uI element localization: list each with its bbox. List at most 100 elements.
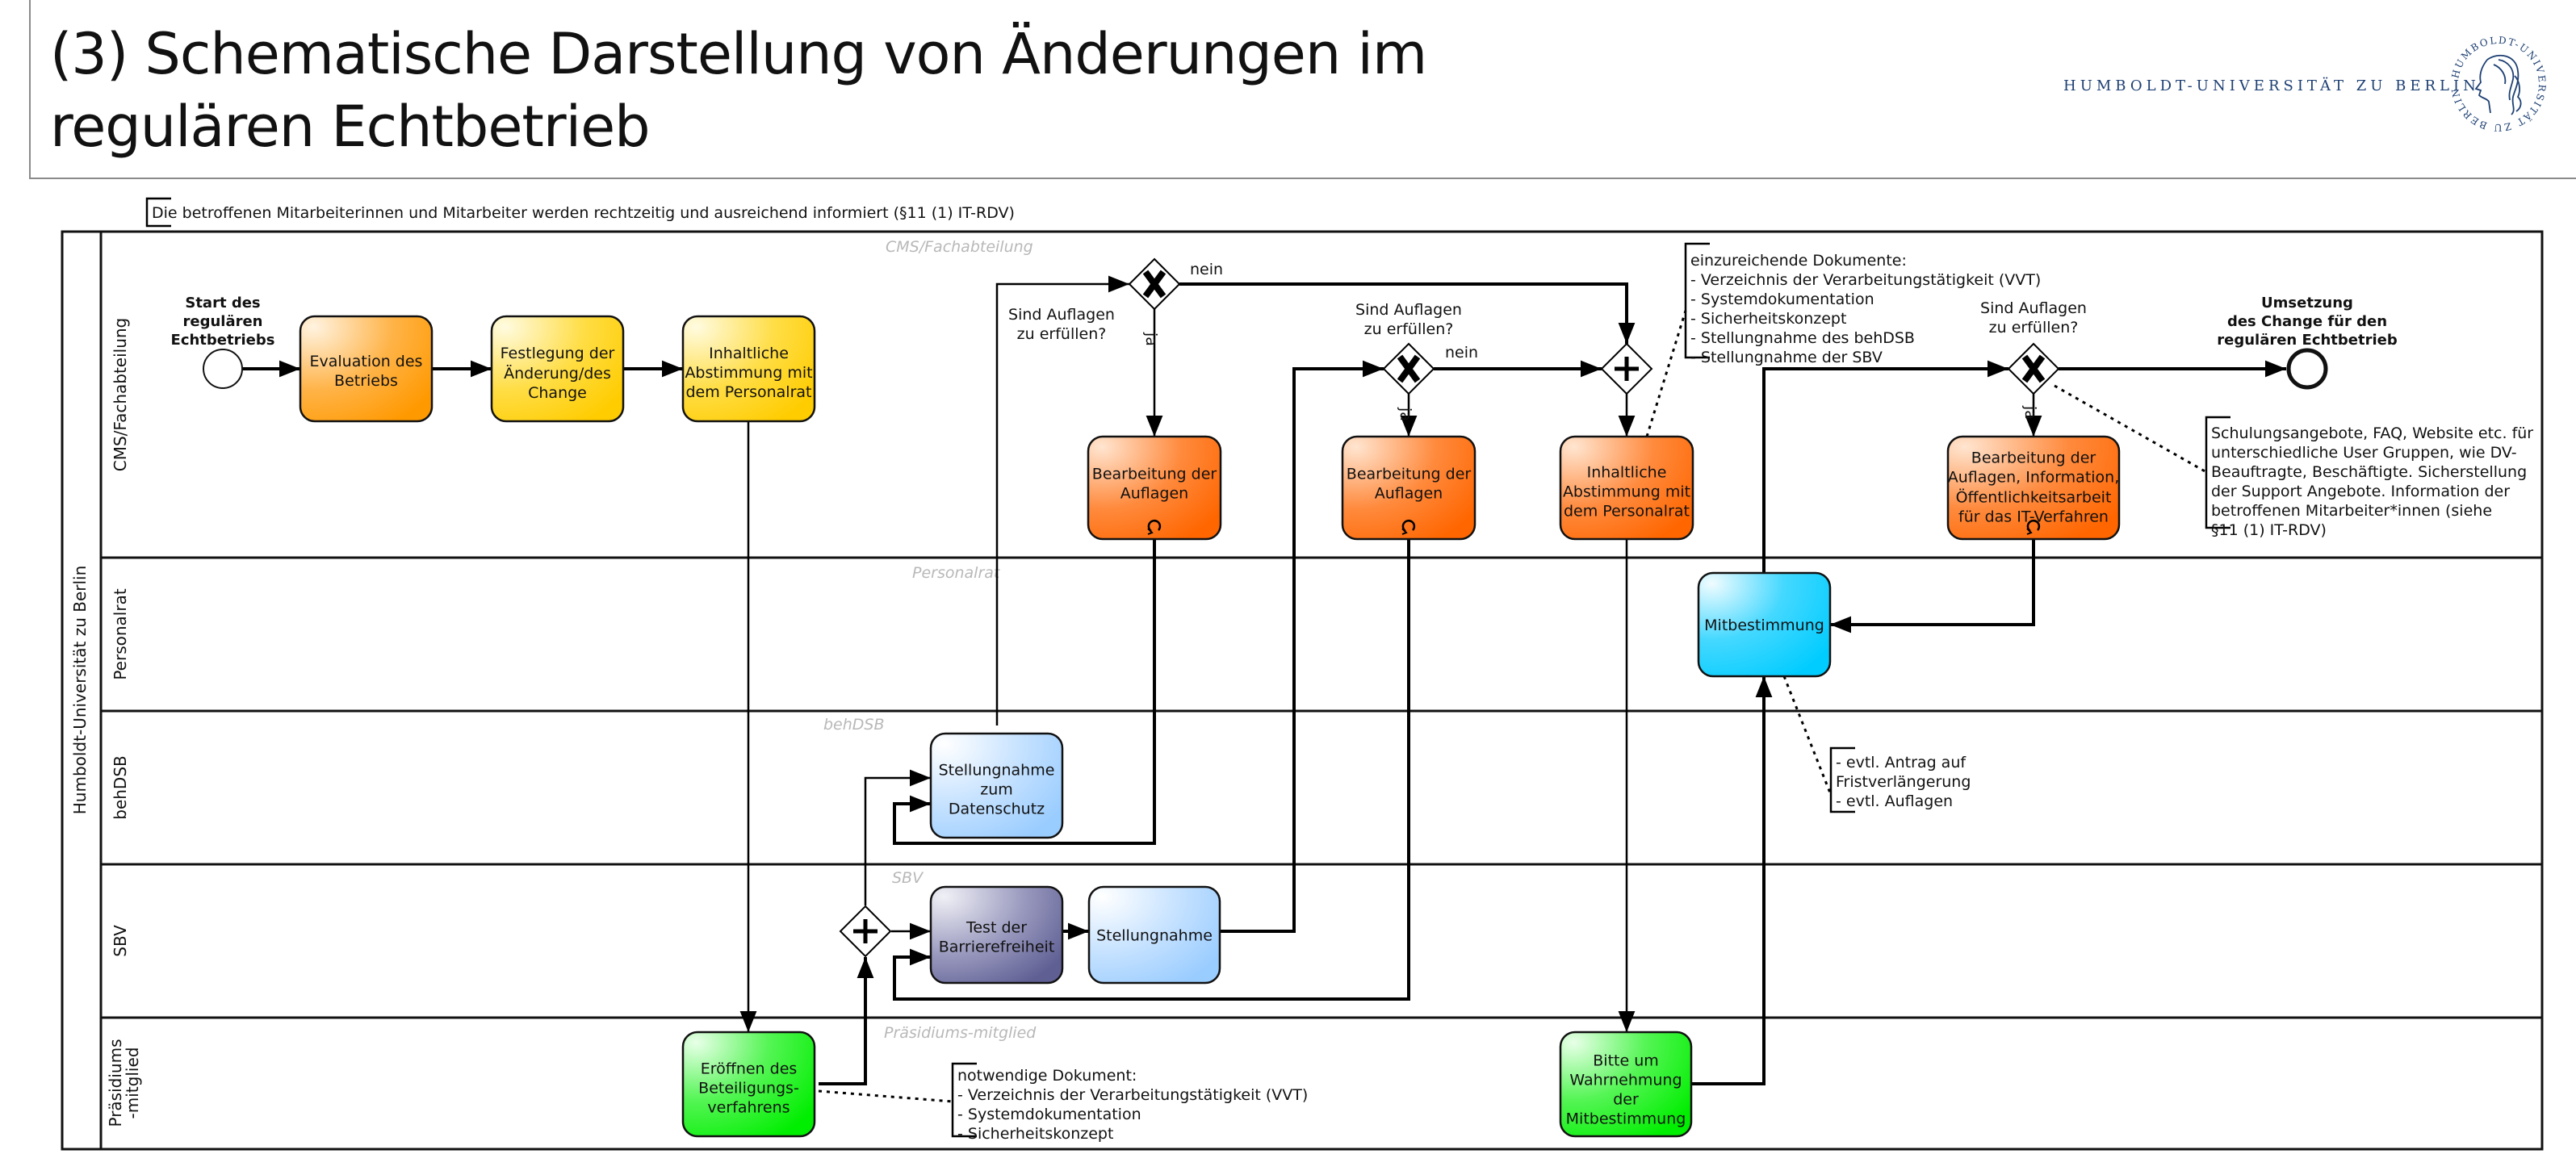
gateway-exclusive-1[interactable]	[1128, 257, 1181, 311]
university-seal-logo: HUMBOLDT-UNIVERSITÄT ZU BERLIN	[2449, 35, 2546, 133]
start-label-line: Echtbetriebs	[171, 332, 275, 349]
lane-label-praesidium-line1: Präsidiums	[106, 1039, 125, 1127]
task-box	[490, 315, 625, 423]
flow-stellungnahme-sbv-gateway2	[1220, 360, 1384, 933]
gateway-exclusive-2[interactable]	[1382, 342, 1435, 395]
x-icon	[1397, 354, 1421, 383]
page-title-line1: (3) Schematische Darstellung von Änderun…	[50, 21, 1427, 87]
flow-gateway-stellungnahme-ds	[864, 769, 931, 905]
humboldt-portrait-icon	[2474, 54, 2522, 115]
task-label: Inhaltliche	[1587, 464, 1667, 482]
lane-label-personalrat: Personalrat	[111, 588, 130, 679]
task-label: Eröffnen des	[701, 1060, 798, 1078]
task-label: Auflagen	[1375, 485, 1443, 503]
start-label-line: Start des	[185, 295, 260, 311]
task-box	[1341, 435, 1476, 541]
loop-icon	[1401, 519, 1416, 533]
annotation-line: - Sicherheitskonzept	[957, 1125, 1113, 1143]
task-box	[929, 732, 1064, 839]
task-label: der	[1613, 1091, 1639, 1109]
task-box	[681, 315, 816, 423]
lane-label-cms: CMS/Fachabteilung	[111, 318, 130, 472]
annotation-schulung: Schulungsangebote, FAQ, Website etc. für…	[2205, 416, 2533, 539]
gateway-parallel-2[interactable]	[839, 905, 892, 958]
gateway2-ja: ja	[1397, 407, 1414, 421]
lane-watermark-sbv: SBV	[892, 869, 924, 887]
start-label-line: regulären	[183, 313, 263, 330]
annotation-line: Beauftragte, Beschäftigte. Sicherstellun…	[2211, 463, 2527, 481]
task-label: Bearbeitung der	[1347, 466, 1472, 483]
gateway1-ja: ja	[1142, 332, 1160, 346]
task-label: Änderung/des	[504, 364, 611, 383]
task-label: Abstimmung mit	[685, 364, 812, 382]
end-event[interactable]	[2286, 348, 2328, 390]
task-box	[1946, 435, 2121, 541]
task-mitbestimmung[interactable]: Mitbestimmung	[1697, 571, 1832, 678]
x-icon	[1142, 270, 1167, 299]
task-label: Wahrnehmung	[1569, 1072, 1682, 1089]
task-box	[1087, 885, 1221, 985]
page-title-line2: regulären Echtbetrieb	[50, 94, 651, 160]
task-label: dem Personalrat	[1564, 503, 1690, 521]
end-label-line: des Change für den	[2227, 313, 2387, 330]
task-label: Datenschutz	[949, 801, 1045, 818]
task-label: Change	[528, 384, 587, 402]
gateway1-question: Sind Auflagen	[1008, 306, 1115, 324]
annotation-line: notwendige Dokument:	[957, 1067, 1137, 1085]
lane-watermark-cms: CMS/Fachabteilung	[886, 238, 1033, 256]
gateway2-question: zu erfüllen?	[1364, 320, 1454, 338]
gateway-exclusive-3[interactable]	[2007, 342, 2060, 395]
task-label: Bearbeitung der	[1971, 449, 2096, 467]
annotation-line: §11 (1) IT-RDV)	[2211, 521, 2327, 539]
annotation-einzureichende-dokumente: einzureichende Dokumente:- Verzeichnis d…	[1684, 242, 2041, 366]
task-box	[1697, 571, 1832, 678]
loop-icon-arrow	[1401, 528, 1408, 535]
task-label: Stellungnahme	[1096, 927, 1213, 945]
pool-humboldt: Humboldt-Universität zu Berlin CMS/Facha…	[61, 230, 2544, 1151]
loop-icon-arrow	[1147, 528, 1154, 535]
annotation-line: - Stellungnahme der SBV	[1690, 349, 1883, 366]
sequence-flows	[242, 275, 2286, 1085]
task-label: Abstimmung mit	[1563, 483, 1690, 501]
flow-eroeffnen-gateway	[819, 957, 874, 1085]
gateway3-question: Sind Auflagen	[1980, 299, 2087, 317]
task-box	[929, 885, 1064, 985]
end-label-line: Umsetzung	[2261, 295, 2353, 311]
task-label: verfahrens	[707, 1099, 790, 1117]
lane-watermark-praesidium: Präsidiums-mitglied	[884, 1024, 1037, 1042]
task-label: Beteiligungs-	[698, 1080, 799, 1098]
lane-label-sbv: SBV	[111, 925, 130, 957]
annotation-line: - Verzeichnis der Verarbeitungstätigkeit…	[1690, 271, 2041, 289]
university-logo-text: HUMBOLDT-UNIVERSITÄT ZU BERLIN	[2063, 77, 2480, 94]
start-event[interactable]	[203, 349, 243, 389]
gateway2-question: Sind Auflagen	[1355, 301, 1462, 319]
top-annotation-text: Die betroffenen Mitarbeiterinnen und Mit…	[152, 204, 1015, 222]
gateway2-nein: nein	[1445, 344, 1478, 362]
annotation-line: - Sicherheitskonzept	[1690, 310, 1846, 328]
gateway1-nein: nein	[1190, 261, 1223, 278]
associations	[818, 310, 2207, 1103]
loop-icon	[1147, 519, 1162, 533]
annotation-line: - evtl. Auflagen	[1836, 792, 1953, 810]
page-title: (3) Schematische Darstellung von Änderun…	[50, 18, 1584, 163]
gateway-parallel-1[interactable]	[1600, 342, 1653, 395]
task-label: für das IT-Verfahren	[1958, 508, 2109, 526]
task-stellungnahme-sbv[interactable]: Stellungnahme	[1087, 885, 1221, 985]
task-box	[1559, 1031, 1693, 1138]
annotation-line: Fristverlängerung	[1836, 773, 1971, 791]
flow-bitte-mitbestimmung	[1691, 676, 1773, 1085]
flow-bearbeitung1-loop	[893, 539, 1156, 845]
task-label: Evaluation des	[310, 353, 423, 370]
